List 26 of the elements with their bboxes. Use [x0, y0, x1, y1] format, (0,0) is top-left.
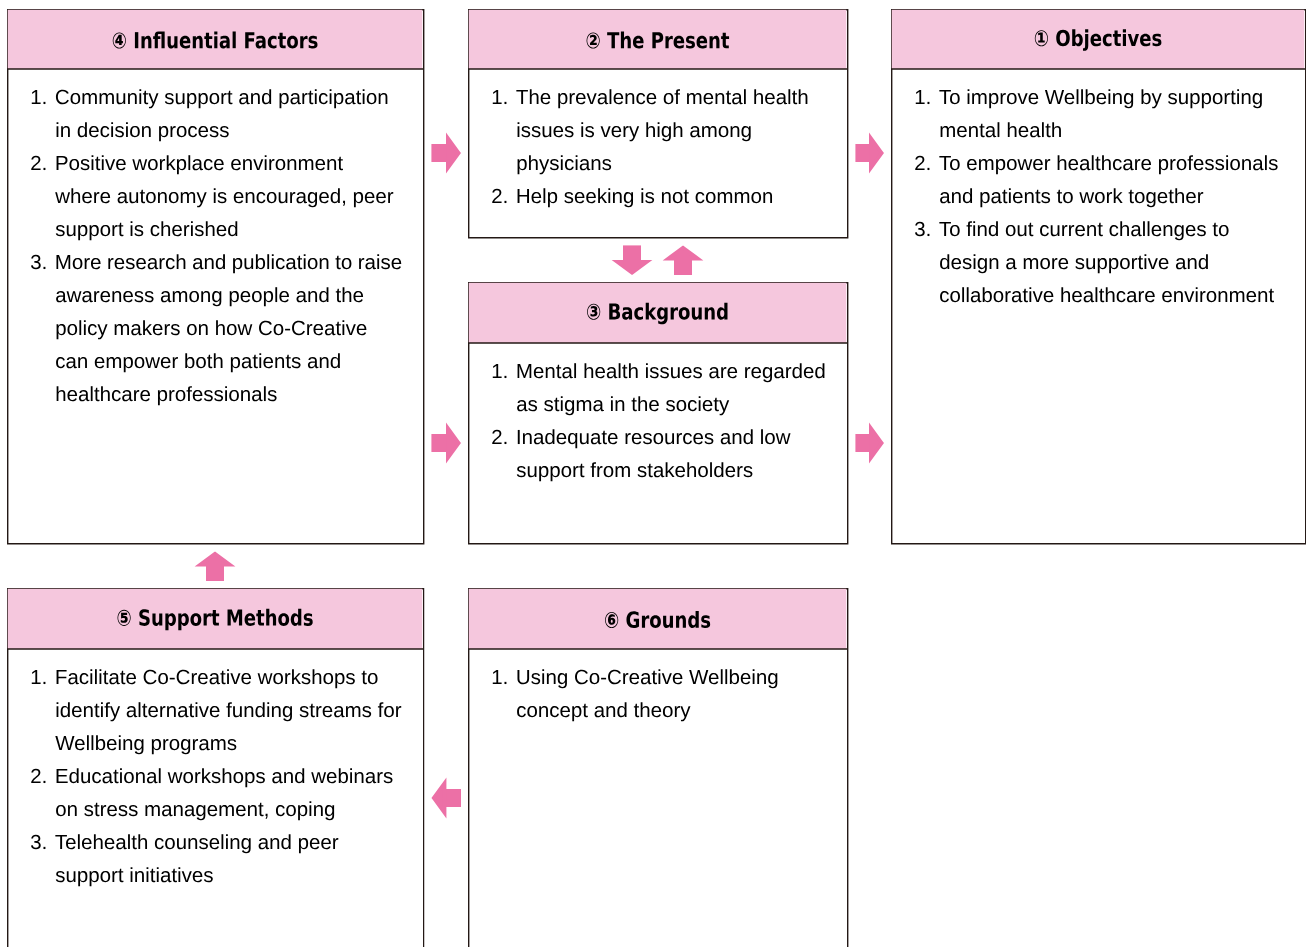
list-item: 1. Using Co-Creative Wellbeing concept and theory [492, 669, 778, 722]
list-item: 3. To find out current challenges to design a more supportive and collaborative healthcare environment [915, 221, 1274, 303]
process-box [467, 282, 849, 545]
list-item: 3. More research and publication to raise awareness among people and the policy makers on how Co-Creative can empower both patients and healthcare professionals [31, 254, 402, 406]
heading: ⑤ Support Methods [117, 608, 313, 631]
heading: ⑥ Grounds [605, 610, 711, 628]
process-box [467, 9, 849, 239]
heading: ④ Influential Factors [112, 31, 318, 49]
list-item: 1. Facilitate Co-Creative workshops to identify alternative funding streams for Wellbeing programs [31, 669, 402, 755]
process-box [467, 588, 849, 947]
list-item: 1. Community support and participation in decision process [31, 89, 388, 142]
heading: ② The Present [586, 31, 730, 49]
list-item: 2. Help seeking is not common [492, 188, 772, 208]
list-item: 2. Positive workplace environment where autonomy is encouraged, peer support is cherished [31, 155, 394, 241]
heading: ① Objectives [1034, 29, 1162, 51]
process-box [6, 9, 425, 545]
list-item: 2. Educational workshops and webinars on stress management, coping [31, 768, 393, 821]
list-item: 1. Mental health issues are regarded as stigma in the society [492, 363, 825, 416]
list-item: 2. Inadequate resources and low support from stakeholders [492, 429, 791, 482]
list-item: 1. To improve Wellbeing by supporting mental health [915, 89, 1262, 138]
list-item: 1. The prevalence of mental health issues is very high among physicians [492, 89, 808, 175]
process-box [6, 588, 425, 947]
heading: ③ Background [587, 302, 728, 325]
list-item: 3. Telehealth counseling and peer support initiatives [31, 834, 339, 887]
list-item: 2. To empower healthcare professionals and patients to work together [915, 155, 1278, 208]
process-box [890, 9, 1306, 545]
